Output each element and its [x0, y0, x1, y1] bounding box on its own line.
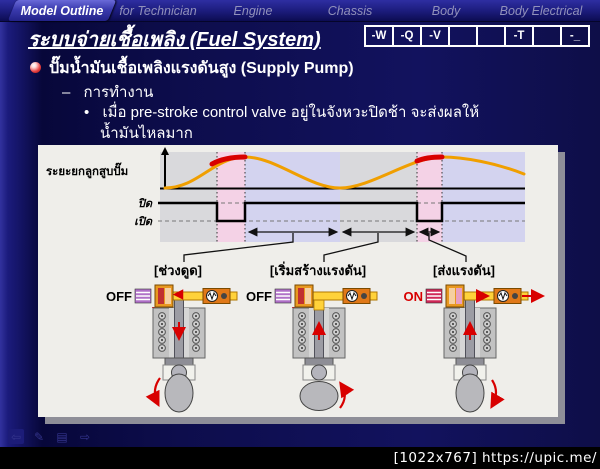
tab-label: Engine — [233, 3, 273, 18]
tab-label: Model Outline — [20, 3, 104, 18]
cam-lobe — [299, 381, 339, 411]
model-code-badge: -Q — [392, 25, 422, 47]
pump-figure-suction: OFF — [106, 284, 238, 413]
tab-model-outline[interactable]: Model Outline — [7, 0, 117, 21]
cam-lift-curve — [163, 155, 526, 190]
lift-timing-chart: ระยะยกลูกสูบปั๊ม ปิด เปิด [ช่วงดูด] [เริ… — [46, 147, 526, 279]
pump-figure-delivery: ON — [404, 284, 545, 413]
diagram-panel: ระยะยกลูกสูบปั๊ม ปิด เปิด [ช่วงดูด] [เริ… — [38, 145, 558, 417]
closed-level-label: ปิด — [138, 197, 153, 210]
bullet-prestroke-line1: • เมื่อ pre-stroke control valve อยู่ในจ… — [84, 100, 479, 124]
phase-label-delivery: [ส่งแรงดัน] — [433, 263, 495, 278]
tab-label: Body — [431, 3, 461, 18]
check-valve-icon — [342, 288, 371, 304]
model-code-badge — [476, 25, 506, 47]
menubar: Model Outline for Technician Engine Chas… — [0, 0, 600, 22]
valve-state-label: OFF — [246, 289, 272, 304]
nav-next-icon[interactable]: ⇨ — [79, 429, 91, 444]
tab-for-technician[interactable]: for Technician — [112, 0, 204, 21]
bullet-supply-pump: ปั๊มน้ำมันเชื้อเพลิงแรงดันสูง (Supply Pu… — [30, 56, 354, 81]
viewer-navbar: ⇦ ✎ ▤ ⇨ — [8, 429, 93, 444]
valve-signal-trace — [158, 201, 525, 223]
model-code-badge: -T — [504, 25, 534, 47]
delivery-stroke-highlight — [414, 154, 445, 164]
open-level-label: เปิด — [134, 215, 153, 228]
phase-label-build-pressure: [เริ่มสร้างแรงดัน] — [270, 261, 366, 278]
bullet-text: การทำงาน — [83, 84, 154, 101]
check-valve-icon — [202, 288, 231, 304]
tab-chassis[interactable]: Chassis — [318, 0, 382, 21]
cam-rotation-arrow — [490, 379, 505, 409]
valve-state-label: OFF — [106, 289, 132, 304]
nav-previous-icon[interactable]: ⇦ — [8, 429, 24, 444]
valve-state-label: ON — [404, 289, 424, 304]
bullet-operation: – การทำงาน — [62, 80, 153, 104]
bullet-text: ปั๊มน้ำมันเชื้อเพลิงแรงดันสูง (Supply Pu… — [49, 60, 354, 77]
model-code-badge: -W — [364, 25, 394, 47]
sphere-bullet-icon — [30, 62, 41, 73]
watermark-text: [1022x767] https://upic.me/ — [393, 450, 597, 466]
model-code-badge: -V — [420, 25, 450, 47]
lift-axis-label: ระยะยกลูกสูบปั๊ม — [46, 162, 128, 179]
tab-engine[interactable]: Engine — [222, 0, 284, 21]
tab-body[interactable]: Body — [422, 0, 470, 21]
cam-lobe — [164, 373, 194, 413]
tab-body-electrical[interactable]: Body Electrical — [490, 0, 592, 21]
model-code-badge: -_ — [560, 25, 590, 47]
bullet-text: เมื่อ pre-stroke control valve อยู่ในจัง… — [102, 104, 480, 121]
fuel-pump-diagram: ระยะยกลูกสูบปั๊ม ปิด เปิด [ช่วงดูด] [เริ… — [46, 147, 545, 413]
axis-arrow-icon — [161, 147, 169, 155]
dash-bullet-icon: – — [62, 84, 71, 101]
watermark-bar: [1022x767] https://upic.me/ — [0, 447, 600, 469]
model-code-badge — [532, 25, 562, 47]
tab-label: Chassis — [327, 3, 373, 18]
pen-icon[interactable]: ✎ — [33, 429, 45, 444]
page-title: ระบบจ่ายเชื้อเพลิง (Fuel System) — [28, 29, 321, 51]
slide-menu-icon[interactable]: ▤ — [56, 429, 68, 444]
check-valve-icon — [493, 288, 522, 304]
phase-label-suction: [ช่วงดูด] — [154, 263, 202, 279]
model-code-badge — [448, 25, 478, 47]
cam-lobe — [455, 373, 485, 413]
cam-rotation-arrow — [145, 377, 161, 407]
delivery-stroke-highlight — [209, 154, 248, 167]
pump-figure-build-pressure: OFF — [246, 284, 378, 411]
slide: Model Outline for Technician Engine Chas… — [0, 0, 600, 447]
tab-label: for Technician — [119, 3, 197, 18]
cam-rotation-arrow — [339, 381, 355, 409]
tab-label: Body Electrical — [499, 3, 583, 18]
dot-bullet-icon: • — [84, 104, 90, 121]
model-code-badges: -W -Q -V -T -_ — [364, 25, 590, 47]
bullet-prestroke-line2: น้ำมันไหลมาก — [100, 125, 193, 142]
